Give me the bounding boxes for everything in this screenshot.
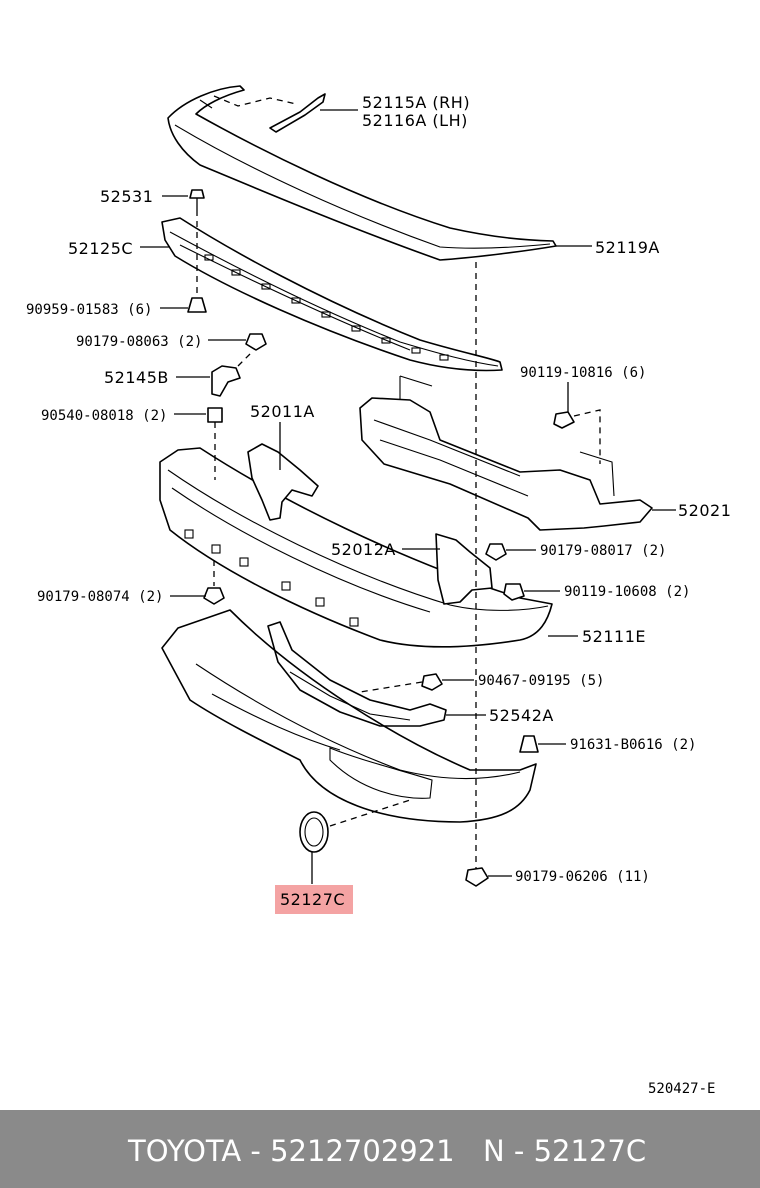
label-90119-10608: 90119-10608 (2) xyxy=(564,584,690,600)
label-91631-b0616: 91631-B0616 (2) xyxy=(570,737,696,753)
cushion-90540 xyxy=(207,407,223,480)
bumper-bar-52111e xyxy=(159,447,553,648)
label-90179-08017: 90179-08017 (2) xyxy=(540,543,666,559)
label-90179-08063: 90179-08063 (2) xyxy=(76,334,202,350)
label-90959-01583: 90959-01583 (6) xyxy=(26,302,152,318)
label-52531: 52531 xyxy=(100,187,153,206)
reinforcement-52021 xyxy=(359,375,653,531)
clip-90467 xyxy=(359,673,443,693)
bolt-52531 xyxy=(189,189,205,300)
clip-52115a xyxy=(213,93,326,133)
nut-90179-08017 xyxy=(485,543,507,561)
label-52012a: 52012A xyxy=(331,540,396,559)
spoiler-52119a xyxy=(167,85,557,261)
label-52119a: 52119A xyxy=(595,238,660,257)
lower-bumper-cover xyxy=(161,609,537,823)
diagram-code: 520427-E xyxy=(648,1081,715,1097)
label-52011a: 52011A xyxy=(250,402,315,421)
label-52127c: 52127C xyxy=(280,890,345,909)
label-52125c: 52125C xyxy=(68,239,133,258)
parts-diagram: 52115A (RH) 52116A (LH) 52531 52125C 521… xyxy=(26,85,731,1097)
nut-90179-06206 xyxy=(465,867,489,887)
label-90179-08074: 90179-08074 (2) xyxy=(37,589,163,605)
reinforcement-52125c xyxy=(161,217,503,372)
label-52111e: 52111E xyxy=(582,627,646,646)
footer-bar: TOYOTA - 5212702921 N - 52127C xyxy=(0,1110,760,1188)
bracket-52145b xyxy=(211,351,253,397)
nut-90179-08063 xyxy=(245,333,267,351)
leader-lines xyxy=(140,109,676,877)
footer-brand-part-number: TOYOTA - 5212702921 xyxy=(128,1134,455,1168)
clip-90959 xyxy=(187,297,207,313)
label-90119-10816: 90119-10816 (6) xyxy=(520,365,646,381)
label-52145b: 52145B xyxy=(104,368,169,387)
bolt-90119-10816 xyxy=(553,409,601,464)
bracket-52011a xyxy=(247,422,319,521)
label-52115a: 52115A (RH) xyxy=(362,93,470,112)
label-90467-09195: 90467-09195 (5) xyxy=(478,673,604,689)
bracket-52012a xyxy=(435,533,493,605)
fog-lamp-cover-52127c xyxy=(299,799,411,884)
bolt-90119-10608 xyxy=(503,583,525,601)
label-90540-08018: 90540-08018 (2) xyxy=(41,408,167,424)
nut-90179-08074 xyxy=(203,560,225,605)
highlight-box-52127c xyxy=(275,885,353,914)
bolt-91631 xyxy=(519,735,539,753)
label-52542a: 52542A xyxy=(489,706,554,725)
label-52021: 52021 xyxy=(678,501,731,520)
label-90179-06206: 90179-06206 (11) xyxy=(515,869,650,885)
label-52116a: 52116A (LH) xyxy=(362,111,468,130)
footer-oem-number: N - 52127C xyxy=(483,1134,647,1168)
